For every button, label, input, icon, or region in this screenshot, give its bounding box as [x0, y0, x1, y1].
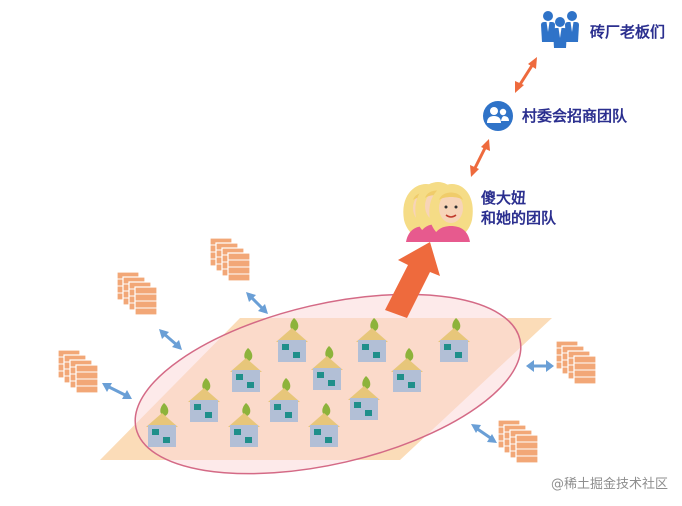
brick-stack-icon — [117, 272, 157, 315]
users-badge-icon — [483, 101, 513, 131]
orange-arrows — [470, 57, 537, 177]
big-up-arrow-icon — [385, 242, 440, 318]
brick-stack-icon — [498, 420, 538, 463]
double-arrow-icon — [515, 57, 537, 93]
committee-label: 村委会招商团队 — [522, 107, 628, 125]
girls-group-icon — [402, 181, 474, 243]
brick-stack-icon — [58, 350, 98, 393]
brick-stack-icon — [556, 341, 596, 384]
people-group-icon — [541, 11, 579, 48]
girl-label-line2: 和她的团队 — [481, 209, 557, 227]
double-arrow-icon — [526, 360, 554, 372]
double-arrow-icon — [470, 139, 490, 177]
double-arrow-icon — [102, 383, 132, 399]
double-arrow-icon — [471, 424, 497, 443]
brick-stack-icon — [210, 238, 250, 281]
blue-arrows — [102, 292, 554, 443]
boss-label: 砖厂老板们 — [590, 23, 666, 41]
watermark: @稀土掘金技术社区 — [550, 477, 668, 492]
girl-label-line1: 傻大妞 — [481, 189, 527, 207]
double-arrow-icon — [159, 329, 182, 350]
double-arrow-icon — [246, 292, 268, 314]
